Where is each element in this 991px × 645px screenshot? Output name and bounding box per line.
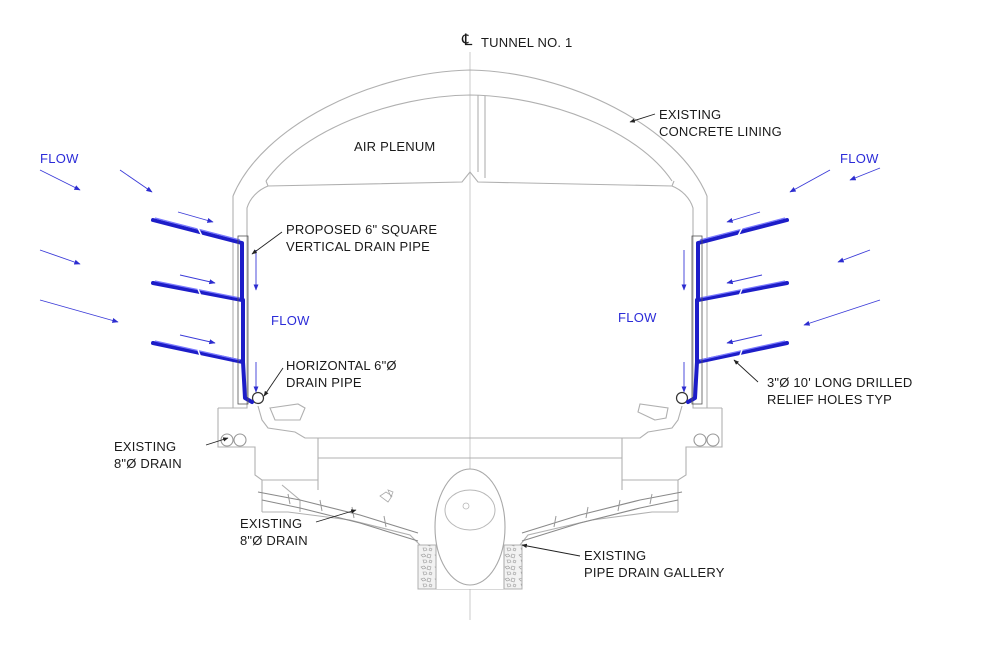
leader-lines — [205, 113, 759, 557]
horizontal-drain-label-line1: HORIZONTAL 6"Ø — [286, 358, 397, 373]
horizontal-drain-pipe-left — [251, 391, 265, 405]
vertical-drain-label-line1: PROPOSED 6" SQUARE — [286, 222, 437, 237]
horizontal-drain-pipe-right — [675, 391, 689, 405]
flow-label-left-inner: FLOW — [271, 313, 310, 328]
existing-drain-lower-label-line1: EXISTING — [240, 516, 302, 531]
existing-drain-upper-label-line2: 8"Ø DRAIN — [114, 456, 182, 471]
relief-holes-label-line2: RELIEF HOLES TYP — [767, 392, 892, 407]
flow-label-right-top: FLOW — [840, 151, 879, 166]
centerline-symbol: ℄ — [461, 32, 473, 49]
vertical-drain-pipe-right — [686, 217, 789, 405]
flow-arrows-left — [39, 169, 216, 345]
vertical-drain-label-line2: VERTICAL DRAIN PIPE — [286, 239, 430, 254]
existing-8in-drain-right — [693, 433, 720, 447]
flow-label-right-inner: FLOW — [618, 310, 657, 325]
air-plenum-label: AIR PLENUM — [354, 139, 435, 154]
flow-arrows-inner — [253, 250, 687, 393]
gallery-label-line1: EXISTING — [584, 548, 646, 563]
tunnel-label: TUNNEL NO. 1 — [481, 35, 573, 50]
flow-arrows-right — [726, 167, 881, 345]
horizontal-drain-label-line2: DRAIN PIPE — [286, 375, 362, 390]
existing-drain-upper-label-line1: EXISTING — [114, 439, 176, 454]
existing-8in-drain-left — [220, 433, 247, 447]
existing-drain-lower-label-line2: 8"Ø DRAIN — [240, 533, 308, 548]
flow-label-left-top: FLOW — [40, 151, 79, 166]
relief-holes-label-line1: 3"Ø 10' LONG DRILLED — [767, 375, 912, 390]
relief-hole-joints — [197, 227, 743, 359]
air-plenum-ceiling — [246, 95, 694, 224]
lining-label-line2: CONCRETE LINING — [659, 124, 782, 139]
pipe-drain-gallery — [417, 468, 523, 590]
lining-label-line1: EXISTING — [659, 107, 721, 122]
vertical-drain-pipe-left — [151, 217, 254, 405]
concrete-lining — [232, 69, 708, 408]
gallery-label-line2: PIPE DRAIN GALLERY — [584, 565, 725, 580]
